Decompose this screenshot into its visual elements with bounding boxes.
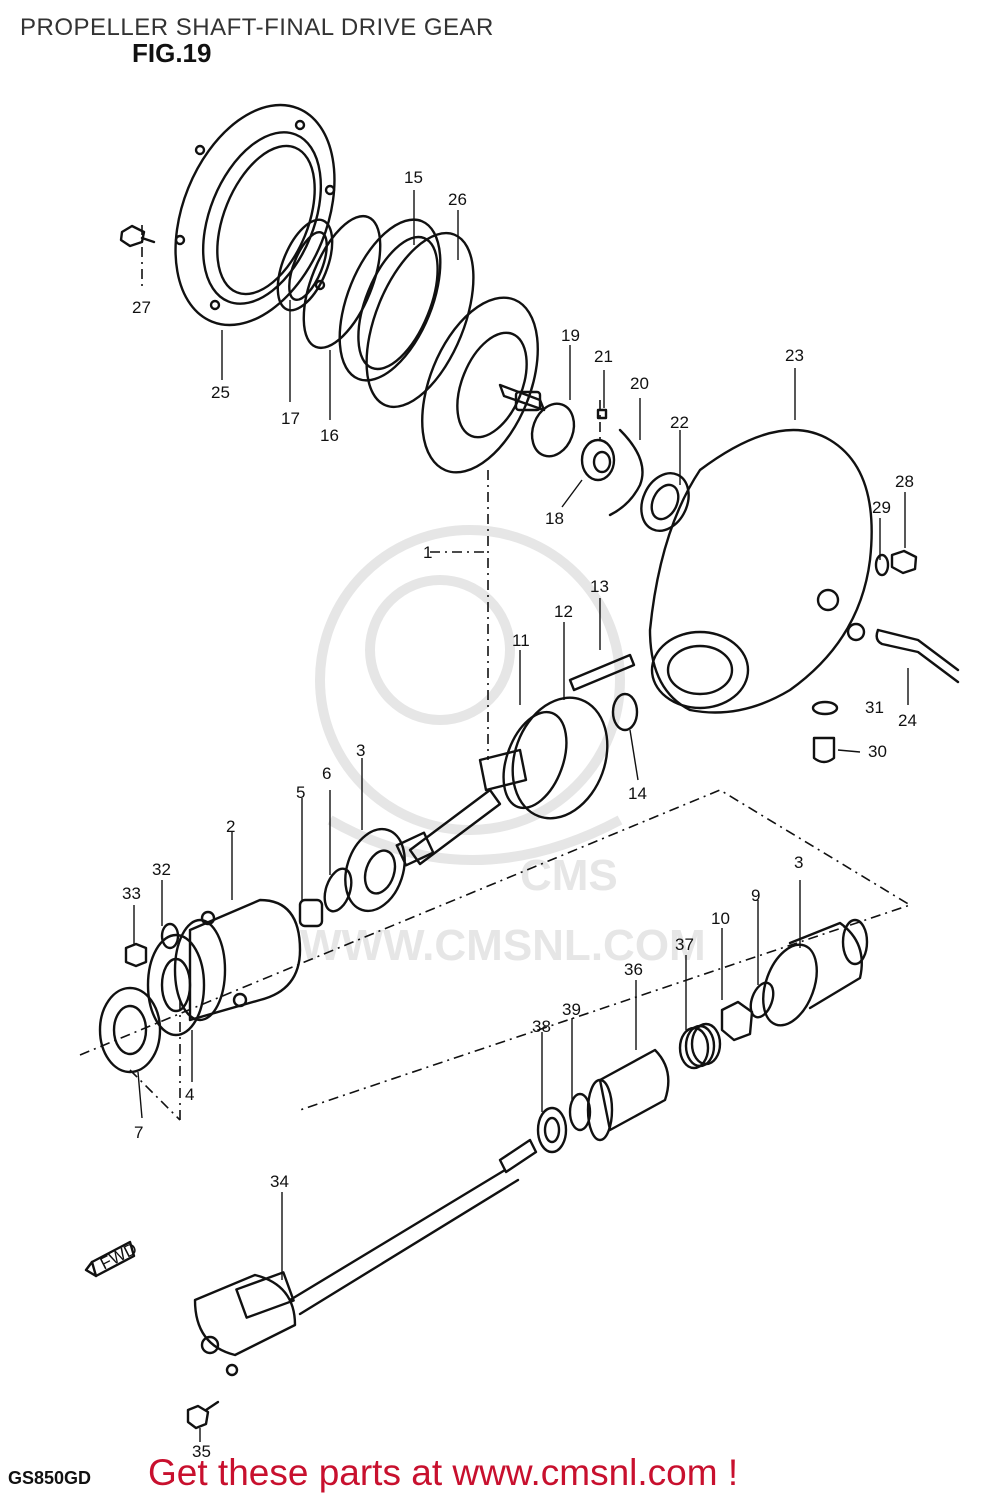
part-18-bearing: [580, 438, 616, 482]
callout-12: 12: [554, 602, 573, 621]
part-25-cover-plate: [174, 103, 336, 327]
callout-5: 5: [296, 783, 305, 802]
callout-34: 34: [270, 1172, 289, 1191]
callout-18: 18: [545, 509, 564, 528]
part-22-oil-seal: [640, 472, 690, 532]
part-9-circlip: [749, 981, 775, 1019]
parts-link[interactable]: Get these parts at www.cmsnl.com !: [148, 1452, 739, 1493]
part-12-bearing-housing: [511, 696, 609, 820]
part-30-plug: [812, 736, 836, 764]
part-6-circlip: [323, 867, 353, 913]
part-3-bearing-upper: [344, 827, 406, 913]
part-27-bolt: [119, 224, 156, 248]
callout-9: 9: [751, 886, 760, 905]
part-17-seal: [276, 218, 334, 312]
fwd-arrow-icon: [84, 1240, 136, 1278]
callout-3-lower: 3: [794, 853, 803, 872]
part-pinion-gear: [395, 748, 528, 867]
callout-33: 33: [122, 884, 141, 903]
part-29-washer: [874, 553, 890, 577]
part-36-joint: [586, 1048, 670, 1142]
watermark-url: WWW.CMSNL.COM: [300, 921, 706, 970]
callout-6: 6: [322, 764, 331, 783]
fwd-label: FWD: [97, 1239, 140, 1274]
callout-10: 10: [711, 909, 730, 928]
part-23-gear-case: [648, 428, 873, 714]
callout-27: 27: [132, 298, 151, 317]
callout-24: 24: [898, 711, 917, 730]
callout-35: 35: [192, 1442, 211, 1461]
part-13-pin: [568, 653, 636, 692]
part-28-bolt: [890, 549, 918, 575]
part-14-bearing: [611, 692, 639, 732]
callout-25: 25: [211, 383, 230, 402]
part-38-seal: [536, 1106, 568, 1154]
callout-30: 30: [868, 742, 887, 761]
callout-32: 32: [152, 860, 171, 879]
callout-15: 15: [404, 168, 423, 187]
callout-labels: 15 26 27 25 17 16 19 21 20 22 23 18 28 2…: [97, 168, 917, 1461]
callout-29: 29: [872, 498, 891, 517]
callout-37: 37: [675, 935, 694, 954]
callout-19: 19: [561, 326, 580, 345]
part-3-bearing-lower: [762, 918, 869, 1027]
part-19-o-ring: [530, 402, 576, 458]
callout-28: 28: [895, 472, 914, 491]
callout-36: 36: [624, 960, 643, 979]
part-10-nut: [720, 1000, 754, 1042]
part-2-bearing-case: [173, 898, 302, 1022]
part-ring-gear: [421, 296, 546, 474]
part-15-bearing: [338, 218, 442, 382]
callout-21: 21: [594, 347, 613, 366]
watermark-brand: CMS: [520, 851, 618, 900]
part-34-propeller-shaft: [193, 1138, 538, 1377]
part-7-seal: [98, 986, 162, 1074]
part-39-o-ring: [568, 1092, 592, 1132]
figure-label: FIG.19: [132, 38, 212, 68]
callout-26: 26: [448, 190, 467, 209]
callout-17: 17: [281, 409, 300, 428]
part-21-screw: [596, 408, 608, 420]
part-24-stud: [875, 628, 960, 684]
callout-13: 13: [590, 577, 609, 596]
part-37-spring: [678, 1022, 722, 1070]
callout-22: 22: [670, 413, 689, 432]
part-35-bolt: [186, 1400, 220, 1430]
part-31-washer: [811, 700, 839, 716]
callout-16: 16: [320, 426, 339, 445]
callout-4: 4: [185, 1085, 194, 1104]
model-label: GS850GD: [8, 1468, 92, 1488]
part-16-shim: [302, 214, 382, 350]
callout-20: 20: [630, 374, 649, 393]
part-4-bearing: [146, 933, 206, 1037]
callout-1: 1: [423, 543, 432, 562]
callout-39: 39: [562, 1000, 581, 1019]
page-title: PROPELLER SHAFT-FINAL DRIVE GEAR: [20, 14, 494, 41]
watermark: CMS WWW.CMSNL.COM: [300, 525, 706, 970]
part-33-nut: [124, 942, 148, 968]
callout-38: 38: [532, 1017, 551, 1036]
part-5-spacer: [298, 898, 324, 928]
callout-3-upper: 3: [356, 741, 365, 760]
callout-23: 23: [785, 346, 804, 365]
leader-lines: [133, 190, 909, 1442]
callout-11: 11: [512, 631, 530, 650]
part-11-shim: [502, 710, 568, 810]
callout-7: 7: [134, 1123, 143, 1142]
callout-2: 2: [226, 817, 235, 836]
callout-31: 31: [865, 698, 884, 717]
alignment-lines: [79, 225, 912, 1121]
callout-14: 14: [628, 784, 647, 803]
part-26-shim: [365, 231, 475, 409]
part-20-circlip: [608, 428, 644, 517]
